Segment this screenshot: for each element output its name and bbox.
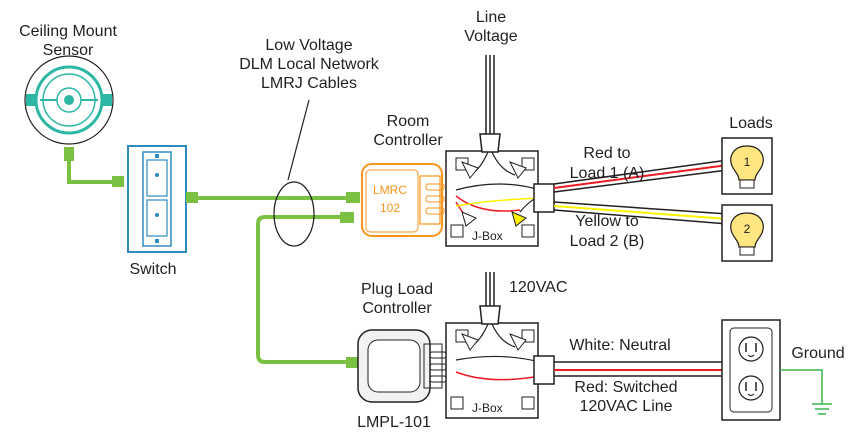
- room-controller-label-line2: Controller: [373, 132, 443, 149]
- sensor-label-line2: Sensor: [43, 42, 94, 59]
- yellow-load-label-line2: Load 2 (B): [570, 233, 645, 250]
- duplex-outlet: [721, 319, 781, 421]
- top-box-internal-wiring: [455, 151, 555, 227]
- lmrc-label-line1: LMRC: [373, 183, 407, 197]
- jbox-bottom-label: J-Box: [472, 401, 503, 415]
- plug-controller-label-line1: Plug Load: [361, 281, 433, 298]
- switch-label: Switch: [129, 261, 176, 278]
- wall-switch: [127, 145, 187, 253]
- bulb-1-number: 1: [744, 155, 751, 169]
- red-load-label-line2: Load 1 (A): [570, 165, 645, 182]
- line-voltage-supply-cable: [479, 55, 501, 153]
- switch-cable-plug: [186, 192, 198, 203]
- red-switched-label-line1: Red: Switched: [574, 379, 677, 396]
- jbox-top-label: J-Box: [472, 229, 503, 243]
- load-1-bulb: [721, 137, 773, 195]
- bulb-2-number: 2: [744, 222, 751, 236]
- load-wires: [553, 159, 729, 225]
- network-label-line3: LMRJ Cables: [261, 75, 357, 92]
- supply-120vac-cable: [479, 272, 501, 325]
- ground-label: Ground: [791, 345, 844, 362]
- sensor-label-line1: Ceiling Mount: [19, 23, 117, 40]
- network-label-line2: DLM Local Network: [239, 56, 380, 73]
- bottom-box-internal-wiring: [455, 323, 555, 385]
- ground-symbol: [780, 369, 832, 415]
- loads-label: Loads: [729, 115, 773, 132]
- line-voltage-label-line1: Line: [476, 9, 506, 26]
- room-controller-label-line1: Room: [387, 113, 430, 130]
- network-label-line1: Low Voltage: [265, 37, 352, 54]
- yellow-load-label-line1: Yellow to: [575, 213, 639, 230]
- sensor-cable-plug: [112, 176, 124, 187]
- lmpl-label: LMPL-101: [357, 414, 431, 431]
- red-switched-label-line2: 120VAC Line: [579, 398, 672, 415]
- line-voltage-label-line2: Voltage: [464, 28, 517, 45]
- network-highlight-ellipse: [273, 181, 315, 247]
- lmrc-label-line2: 102: [380, 201, 400, 215]
- sensor-cable: [67, 161, 120, 184]
- load-2-bulb: [721, 204, 773, 262]
- supply-120vac-label: 120VAC: [509, 279, 567, 296]
- red-load-label-line1: Red to: [583, 145, 630, 162]
- outlet-wires: [554, 361, 722, 377]
- white-neutral-label: White: Neutral: [569, 337, 670, 354]
- controller-to-plug-cable: [256, 215, 354, 364]
- junction-box-bottom: [445, 322, 539, 419]
- room-controller: [361, 163, 459, 237]
- ceiling-mount-sensor: [24, 55, 114, 161]
- plug-load-controller: [357, 329, 447, 403]
- plug-controller-label-line2: Controller: [362, 300, 432, 317]
